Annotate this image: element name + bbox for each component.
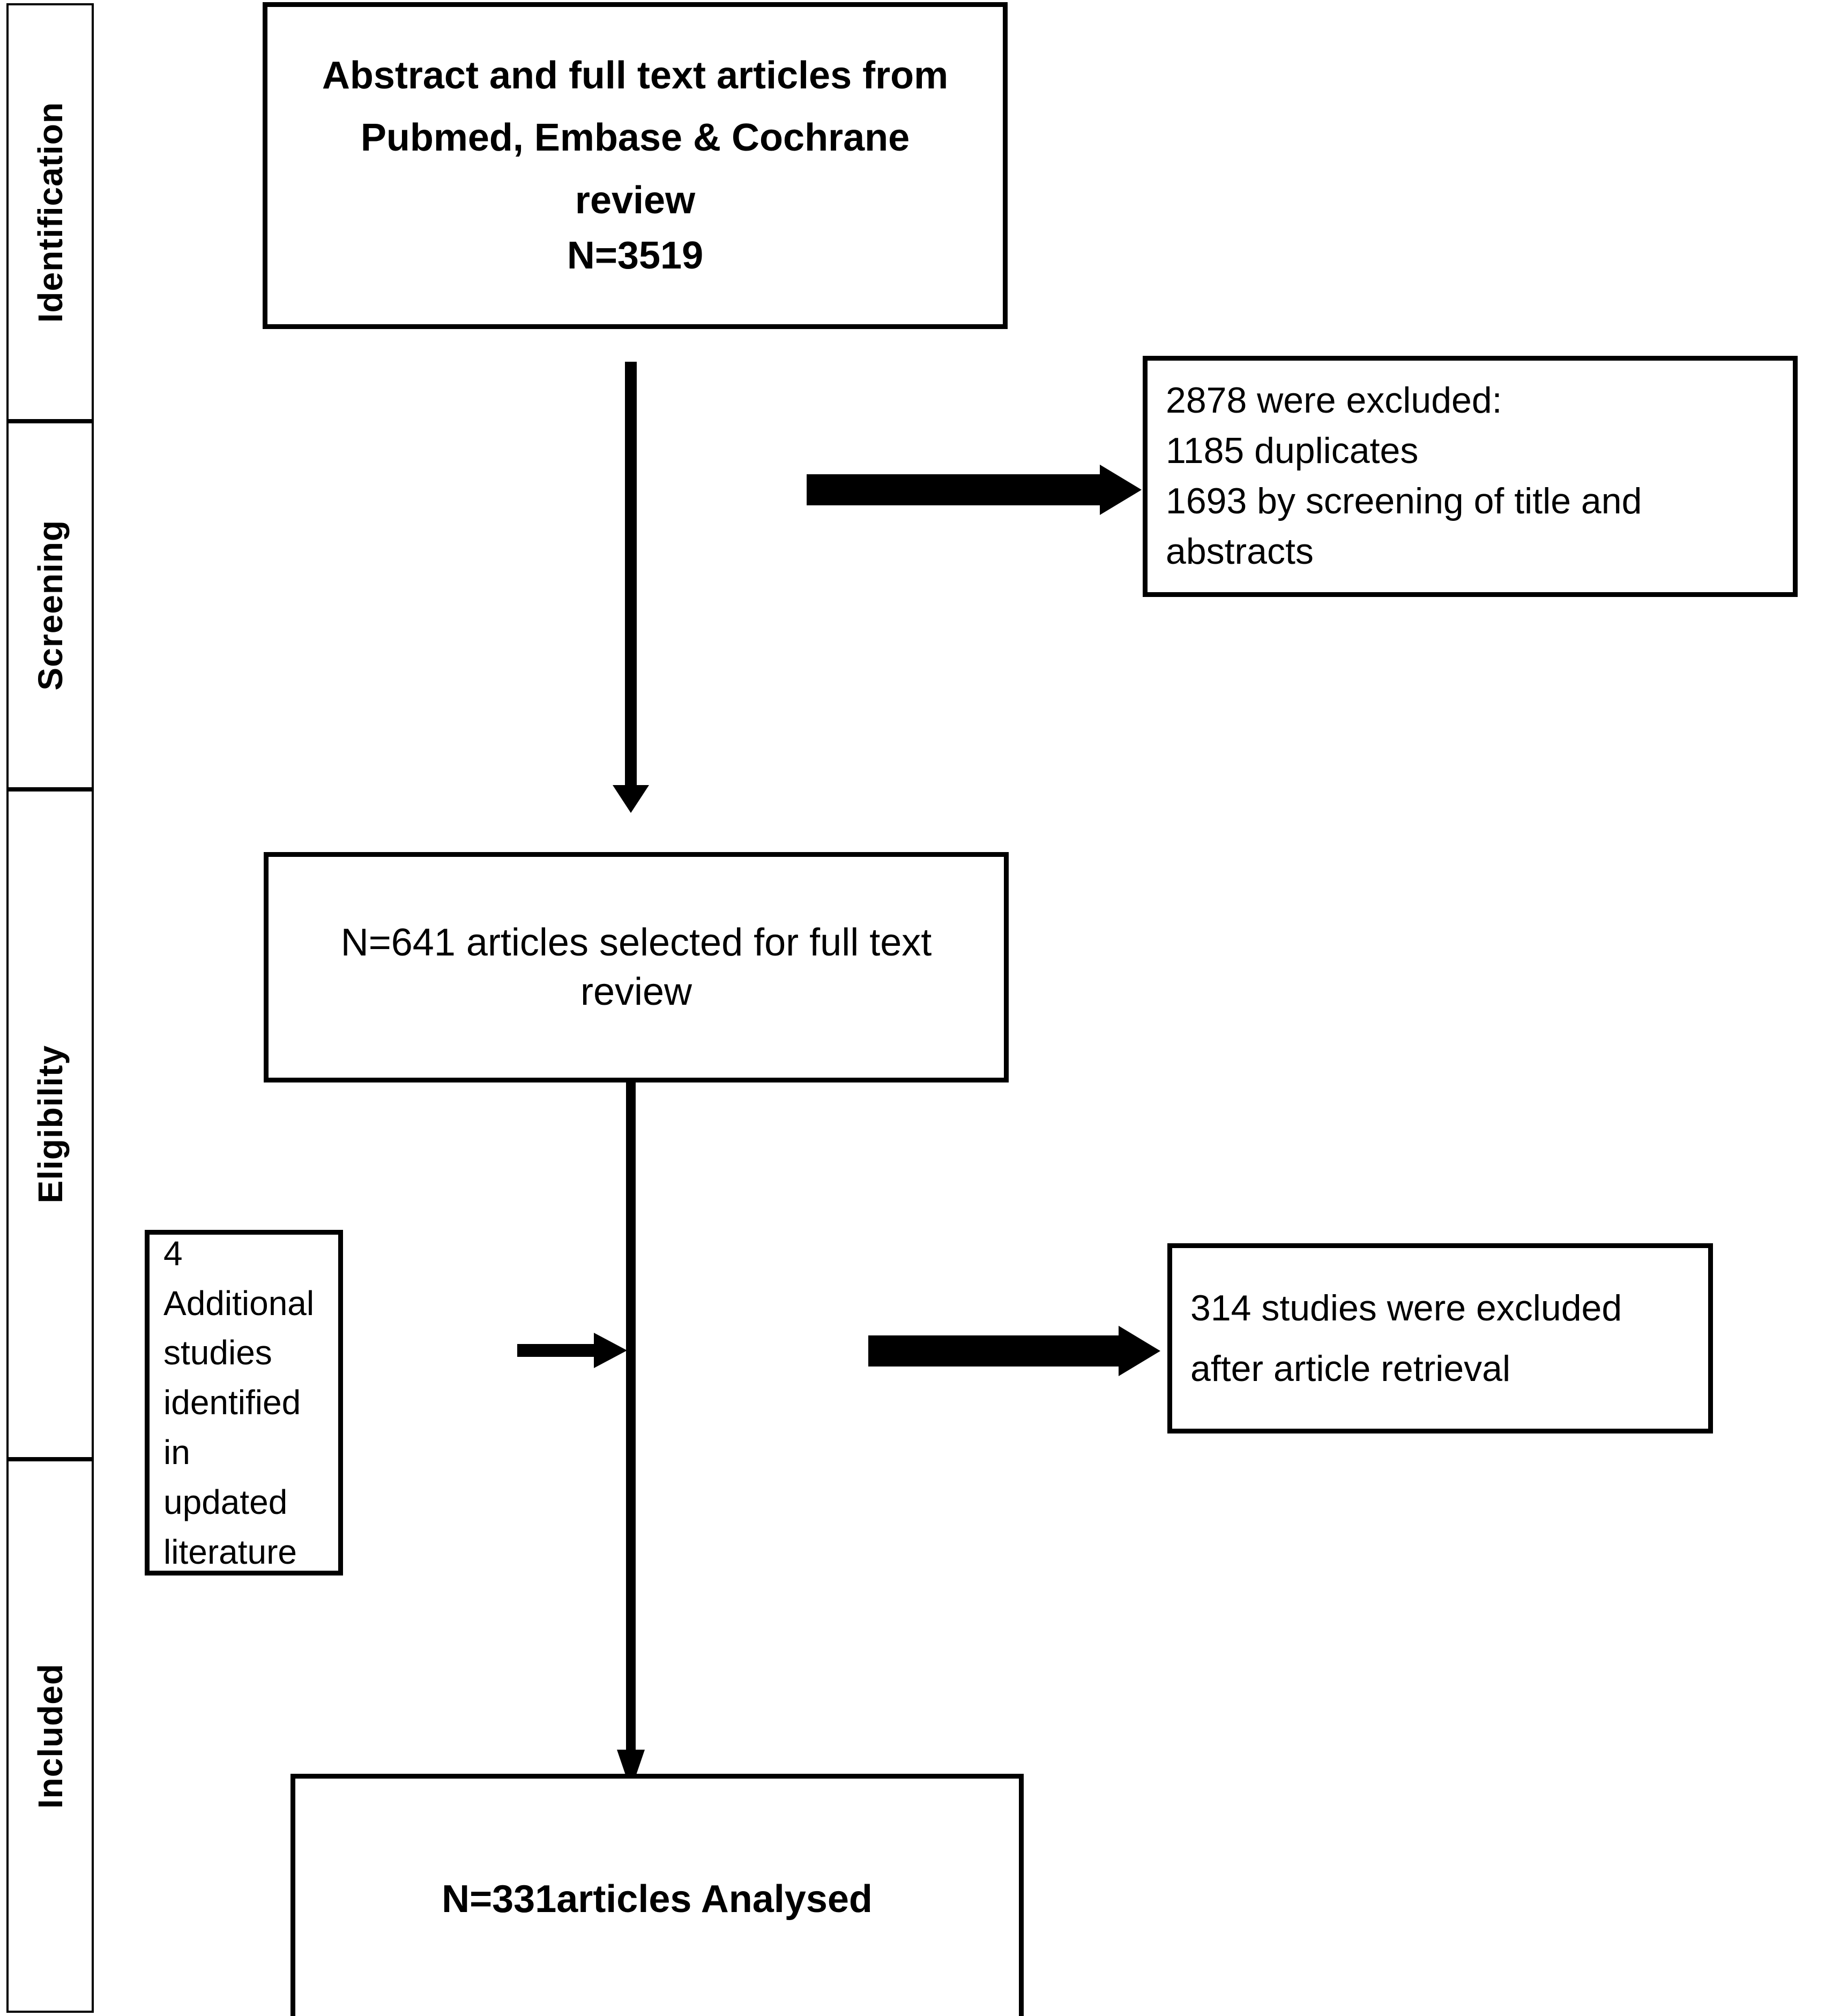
stage-cell-identification: Identification	[6, 3, 94, 421]
box-additional-line-4: updated	[163, 1482, 288, 1521]
box-excluded-screening-line-1: 2878 were excluded:	[1166, 380, 1502, 421]
box-fulltext-line-1: N=641 articles selected for full text	[340, 921, 932, 964]
connector-screening-exclusion-head	[1100, 465, 1142, 515]
connector-retrieval-exclusion-shaft	[868, 1335, 1119, 1367]
connector-fulltext-to-analysed-shaft	[626, 1082, 636, 1750]
box-excluded-screening-line-4: abstracts	[1166, 531, 1314, 572]
stage-cell-screening: Screening	[6, 421, 94, 789]
stage-label-identification: Identification	[31, 101, 70, 323]
connector-screening-exclusion-shaft	[807, 474, 1100, 505]
connector-identification-to-fulltext-head	[613, 785, 649, 813]
box-full-text-review: N=641 articles selected for full text re…	[264, 852, 1009, 1082]
box-additional-studies: 4 Additional studies identified in updat…	[145, 1230, 343, 1576]
box-identification-sources: Abstract and full text articles from Pub…	[263, 2, 1008, 329]
stage-cell-included: Included	[6, 1459, 94, 2013]
connector-retrieval-exclusion	[868, 1326, 1160, 1376]
box-excluded-screening-line-2: 1185 duplicates	[1166, 430, 1419, 472]
connector-retrieval-exclusion-head	[1119, 1326, 1160, 1376]
box-articles-analysed: N=331articles Analysed	[290, 1774, 1024, 2016]
box-identification-line-1: Abstract and full text articles from	[322, 54, 949, 97]
box-identification-count: N=3519	[567, 234, 704, 277]
box-additional-line-1: 4 Additional	[163, 1234, 315, 1323]
connector-identification-to-fulltext-shaft	[625, 362, 637, 785]
stage-label-included: Included	[31, 1663, 70, 1809]
box-excluded-after-retrieval: 314 studies were excluded after article …	[1167, 1243, 1713, 1433]
box-excluded-at-screening: 2878 were excluded: 1185 duplicates 1693…	[1143, 356, 1798, 597]
box-identification-line-2: Pubmed, Embase & Cochrane	[360, 116, 910, 160]
connector-additional-to-spine	[517, 1333, 627, 1368]
box-additional-line-3: identified in	[163, 1383, 301, 1472]
box-fulltext-line-2: review	[580, 970, 692, 1013]
connector-additional-to-spine-head	[594, 1333, 627, 1368]
box-analysed-line-1: N=331articles Analysed	[442, 1878, 873, 1921]
box-identification-line-3: review	[575, 179, 696, 222]
box-excluded-retrieval-line-1: 314 studies were excluded	[1190, 1288, 1622, 1329]
box-excluded-retrieval-line-2: after article retrieval	[1190, 1348, 1511, 1389]
connector-screening-exclusion	[807, 465, 1142, 515]
stage-label-eligibility: Eligibility	[31, 1045, 70, 1204]
box-additional-line-2: studies	[163, 1333, 272, 1372]
box-additional-line-5: literature	[163, 1532, 297, 1571]
box-excluded-screening-line-3: 1693 by screening of title and	[1166, 481, 1642, 521]
stage-rail: Identification Screening Eligibility Inc…	[6, 0, 94, 2016]
stage-cell-eligibility: Eligibility	[6, 789, 94, 1459]
stage-label-screening: Screening	[31, 520, 70, 691]
connector-additional-to-spine-shaft	[517, 1344, 594, 1357]
